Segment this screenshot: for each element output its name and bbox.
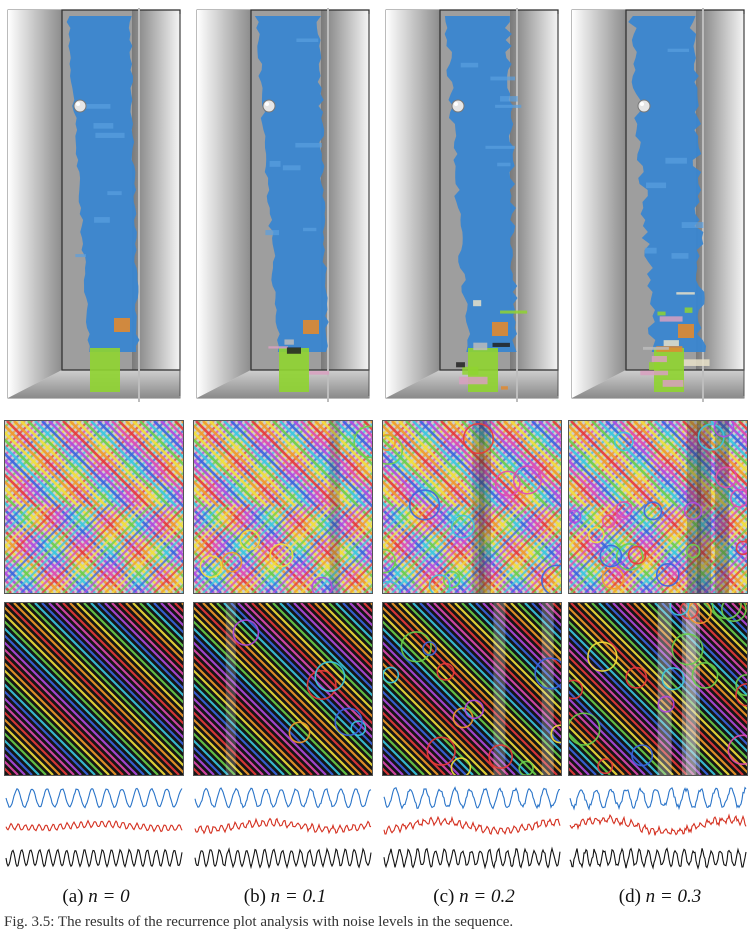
- caption-b: (b) n = 0.1: [193, 886, 377, 908]
- water-render-c: [382, 8, 562, 402]
- time-series-b: [193, 780, 373, 875]
- caption-param: n = 0.2: [459, 886, 515, 907]
- water-render-d: [568, 8, 748, 402]
- recurrence-plot-dark-a: [4, 602, 184, 776]
- caption-letter: (a): [62, 886, 89, 907]
- time-series-c: [382, 780, 562, 875]
- panel-c: (c) n = 0.2: [382, 0, 566, 931]
- caption-param: n = 0: [88, 886, 130, 907]
- caption-param: n = 0.1: [270, 886, 327, 907]
- recurrence-plot-dark-c: [382, 602, 562, 776]
- recurrence-plot-color-c: [382, 420, 562, 594]
- panel-b: (b) n = 0.1: [193, 0, 377, 931]
- panel-d: (d) n = 0.3: [568, 0, 752, 931]
- figure-caption-text: Fig. 3.5: The results of the recurrence …: [4, 914, 514, 930]
- caption-letter: (d): [618, 886, 646, 907]
- recurrence-plot-color-d: [568, 420, 748, 594]
- water-render-a: [4, 8, 184, 402]
- recurrence-plot-dark-b: [193, 602, 373, 776]
- water-render-b: [193, 8, 373, 402]
- caption-c: (c) n = 0.2: [382, 886, 566, 908]
- panel-a: (a) n = 0: [4, 0, 188, 931]
- caption-param: n = 0.3: [645, 886, 702, 907]
- caption-a: (a) n = 0: [4, 886, 188, 908]
- recurrence-plot-color-a: [4, 420, 184, 594]
- caption-d: (d) n = 0.3: [568, 886, 752, 908]
- caption-letter: (b): [243, 886, 271, 907]
- time-series-a: [4, 780, 184, 875]
- caption-letter: (c): [433, 886, 460, 907]
- recurrence-plot-color-b: [193, 420, 373, 594]
- time-series-d: [568, 780, 748, 875]
- recurrence-plot-dark-d: [568, 602, 748, 776]
